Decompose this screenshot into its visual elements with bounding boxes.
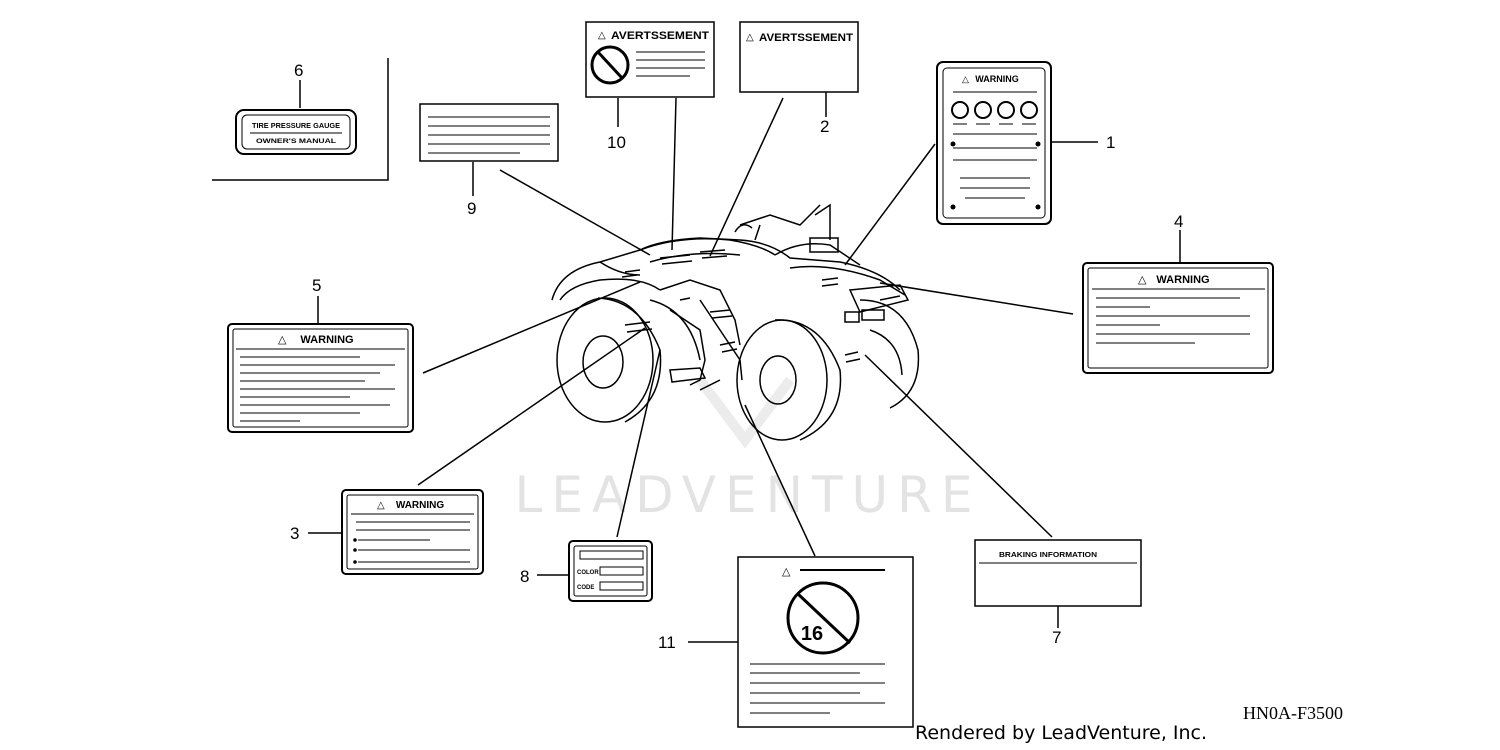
rendered-by-credit: Rendered by LeadVenture, Inc. — [915, 722, 1207, 744]
callout-7: 7 — [1052, 628, 1061, 647]
diagram-code: HN0A-F3500 — [1243, 703, 1343, 723]
pictogram-icon — [974, 101, 992, 119]
label-2-title: AVERTSSEMENT — [759, 32, 853, 44]
label-1[interactable]: WARNING △ — [936, 61, 1052, 225]
watermark-logo — [696, 377, 794, 449]
label-8[interactable]: COLOR CODE — [568, 540, 653, 602]
callout-numbers: 1 2 3 4 5 6 7 8 9 10 11 — [290, 61, 1183, 652]
callout-1: 1 — [1106, 133, 1115, 152]
leader-lines — [212, 58, 1181, 643]
callout-5: 5 — [312, 276, 321, 295]
label-11-sign-number: 16 — [801, 623, 823, 645]
label-6-title: TIRE PRESSURE GAUGE — [252, 123, 340, 130]
label-9[interactable] — [419, 103, 559, 162]
warning-triangle-icon: △ — [782, 566, 791, 578]
label-2[interactable]: △ AVERTSSEMENT — [739, 21, 859, 93]
label-7[interactable]: BRAKING INFORMATION — [974, 539, 1142, 607]
label-8-color-field: COLOR — [577, 570, 599, 576]
warning-triangle-icon: △ — [962, 74, 969, 84]
warning-triangle-icon: △ — [598, 30, 606, 41]
label-10-title: AVERTSSEMENT — [611, 30, 709, 42]
callout-6: 6 — [294, 61, 303, 80]
label-11[interactable]: △ 16 — [737, 556, 914, 728]
label-5-title: WARNING — [300, 334, 353, 346]
age-prohibition-icon — [786, 581, 860, 655]
watermark: LEADVENTURE — [515, 466, 982, 524]
warning-triangle-icon: △ — [1138, 274, 1147, 286]
pictogram-icon — [997, 101, 1015, 119]
label-4-title: WARNING — [1156, 274, 1209, 286]
label-7-title: BRAKING INFORMATION — [999, 550, 1097, 559]
label-6[interactable]: TIRE PRESSURE GAUGE OWNER'S MANUAL — [235, 109, 357, 155]
callout-3: 3 — [290, 524, 299, 543]
callout-4: 4 — [1174, 212, 1183, 231]
callout-2: 2 — [820, 117, 829, 136]
pictogram-icon — [951, 101, 969, 119]
label-3[interactable]: △ WARNING — [341, 489, 484, 575]
label-5[interactable]: △ WARNING — [227, 323, 414, 433]
label-10[interactable]: △ AVERTSSEMENT — [585, 21, 715, 98]
warning-triangle-icon: △ — [746, 32, 754, 43]
label-4[interactable]: △ WARNING — [1082, 262, 1274, 374]
label-1-title: WARNING — [975, 74, 1019, 84]
callout-10: 10 — [607, 133, 626, 152]
callout-8: 8 — [520, 567, 529, 586]
warning-triangle-icon: △ — [278, 334, 287, 346]
callout-11: 11 — [658, 633, 676, 652]
warning-triangle-icon: △ — [377, 500, 385, 511]
label-6-subtitle: OWNER'S MANUAL — [256, 138, 336, 145]
callout-9: 9 — [467, 199, 476, 218]
label-3-title: WARNING — [396, 500, 445, 511]
pictogram-icon — [1020, 101, 1038, 119]
label-8-code-field: CODE — [577, 585, 594, 591]
prohibition-icon — [590, 45, 630, 85]
